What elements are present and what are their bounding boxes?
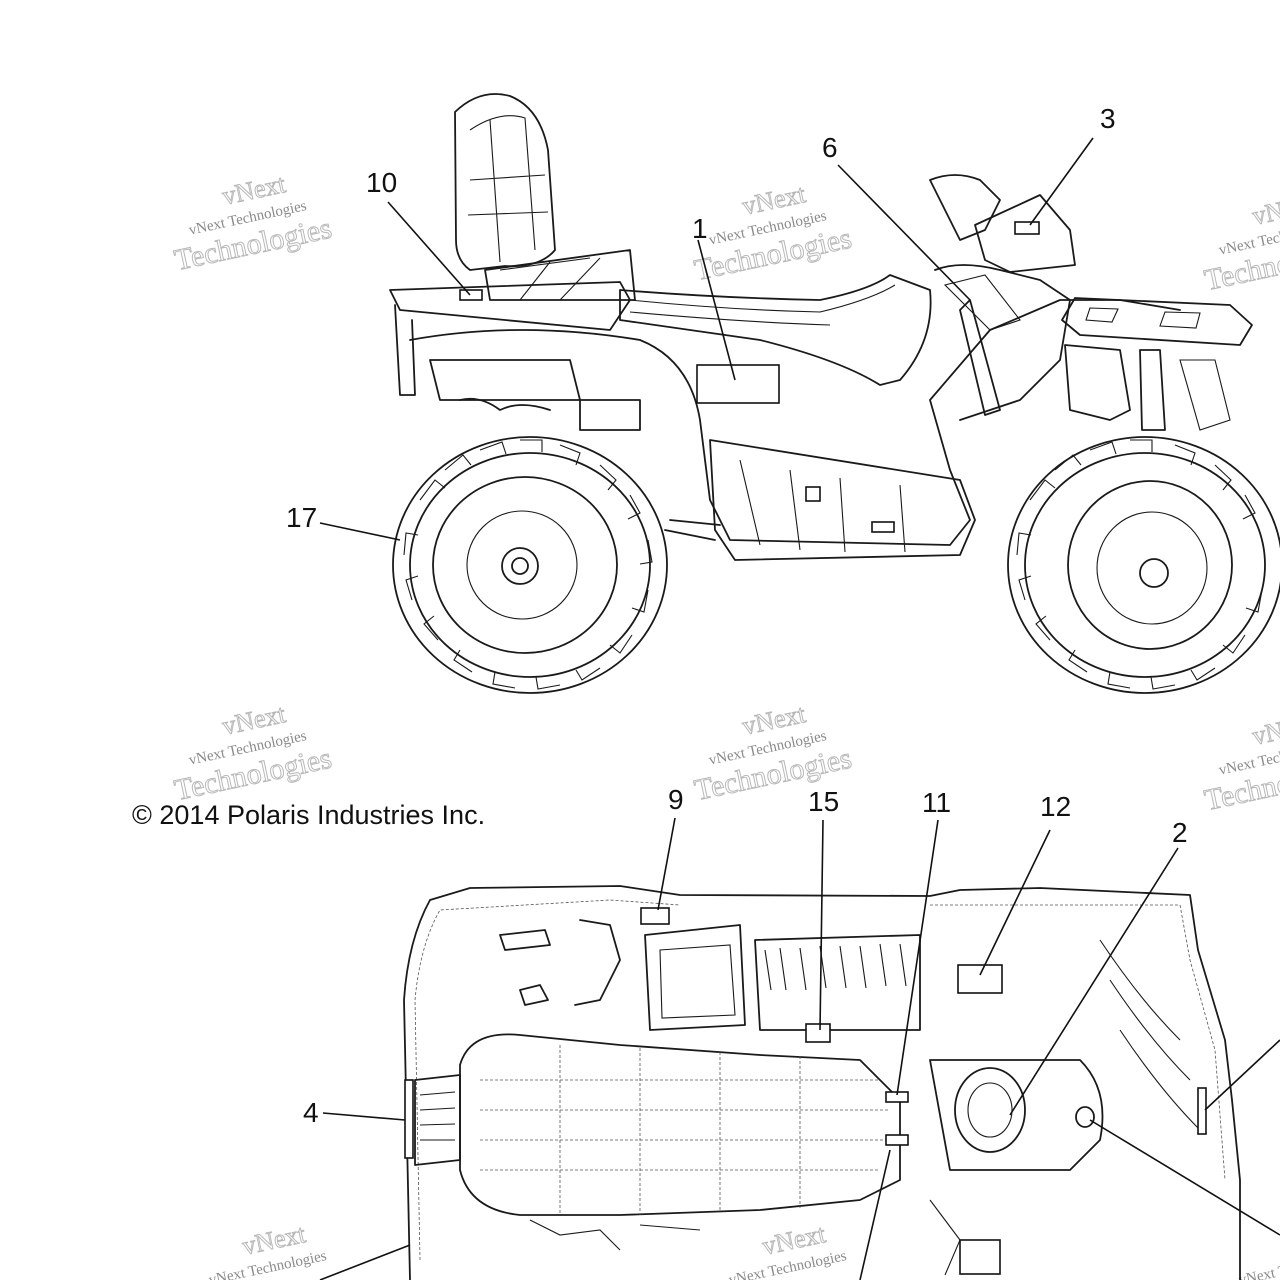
top-seat [459, 1033, 901, 1216]
decal-4 [404, 1079, 414, 1159]
watermark: vNext Technologies vNext Technologies [171, 699, 335, 808]
decal-9 [640, 907, 670, 925]
watermark: vNext Technologies [1237, 1248, 1280, 1280]
watermark: vNext Technologies vNext Technologies [1201, 189, 1280, 298]
decal-10 [459, 289, 483, 301]
callout-9: 9 [668, 784, 684, 815]
callout-17: 17 [286, 502, 317, 533]
seat [619, 274, 932, 386]
handlebar [929, 174, 1001, 241]
decal-right-side [1197, 1087, 1207, 1135]
watermark: vNext Technologies vNext [727, 1219, 848, 1280]
callout-2: 2 [1172, 817, 1188, 848]
watermark: vNext Technologies vNext Technologies [1201, 709, 1280, 818]
footwell [709, 439, 976, 561]
callout-15: 15 [808, 786, 839, 817]
callout-11: 11 [922, 787, 951, 818]
headlight-pod [974, 194, 1076, 273]
decal-15 [805, 1023, 831, 1043]
decal-12 [957, 964, 1003, 994]
copyright-notice: © 2014 Polaris Industries Inc. [132, 800, 486, 830]
decal-1 [696, 364, 780, 404]
callout-numbers: 1 2 3 4 6 9 10 11 12 15 17 [286, 103, 1188, 1128]
decal-3 [1014, 221, 1040, 235]
watermark: vNext Technologies vNext [207, 1219, 328, 1280]
svg-text:vNext: vNext [1250, 189, 1280, 231]
callout-4: 4 [303, 1097, 319, 1128]
callout-10: 10 [366, 167, 397, 198]
atv-top-view [403, 885, 1241, 1280]
decal-front-bottom [959, 1239, 1001, 1275]
leader-lines [319, 137, 1280, 1280]
rear-wheel [392, 436, 668, 694]
callout-12: 12 [1040, 791, 1071, 822]
front-rack [1061, 297, 1253, 346]
front-wheel [1007, 436, 1280, 694]
passenger-backrest [454, 93, 556, 271]
svg-text:vNext: vNext [1250, 709, 1280, 751]
rear-fender [409, 299, 1181, 546]
fuel-cap [954, 1067, 1026, 1153]
watermark: vNext Technologies vNext Technologies [171, 169, 335, 278]
watermarks: vNext Technologies vNext Technologies vN… [171, 169, 1280, 1280]
callout-3: 3 [1100, 103, 1116, 134]
svg-text:vNext Technologies: vNext Technologies [1237, 1248, 1280, 1280]
atv-side-view [389, 93, 1280, 694]
watermark: vNext Technologies vNext Technologies [691, 179, 855, 288]
callout-1: 1 [692, 213, 708, 244]
callout-6: 6 [822, 132, 838, 163]
rear-rack [389, 281, 631, 331]
top-view-outline [403, 885, 1241, 1280]
